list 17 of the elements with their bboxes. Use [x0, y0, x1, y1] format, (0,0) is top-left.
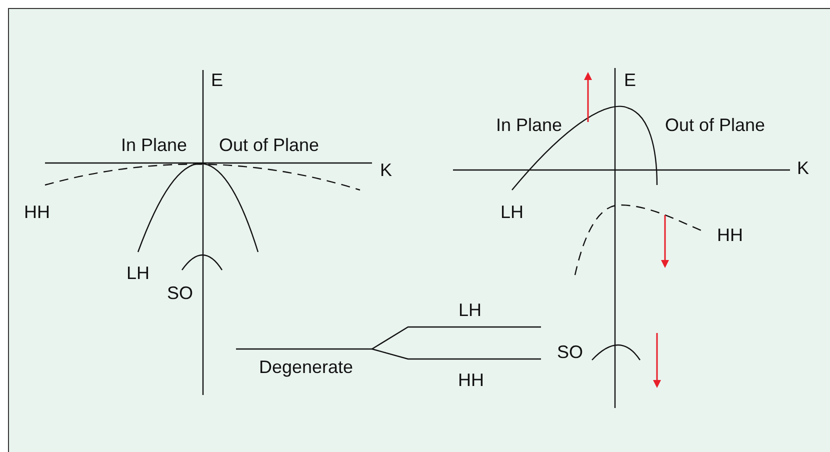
band-label: In Plane — [120, 136, 188, 154]
band-label: HH — [717, 226, 743, 244]
band-label: Out of Plane — [664, 116, 766, 134]
band-label: Out of Plane — [218, 136, 320, 154]
band-label: LH — [500, 203, 524, 221]
band-label: SO — [167, 284, 193, 302]
band-label: Degenerate — [258, 358, 354, 376]
band-label: K — [797, 159, 809, 177]
band-label: In Plane — [496, 116, 562, 134]
band-label: HH — [458, 371, 484, 389]
band-label: HH — [24, 203, 50, 221]
band-label: E — [624, 71, 636, 89]
band-label: LH — [458, 301, 482, 319]
band-label: E — [211, 71, 223, 89]
band-label: K — [380, 161, 392, 179]
band-label: LH — [126, 264, 150, 282]
band-label: SO — [557, 343, 583, 361]
